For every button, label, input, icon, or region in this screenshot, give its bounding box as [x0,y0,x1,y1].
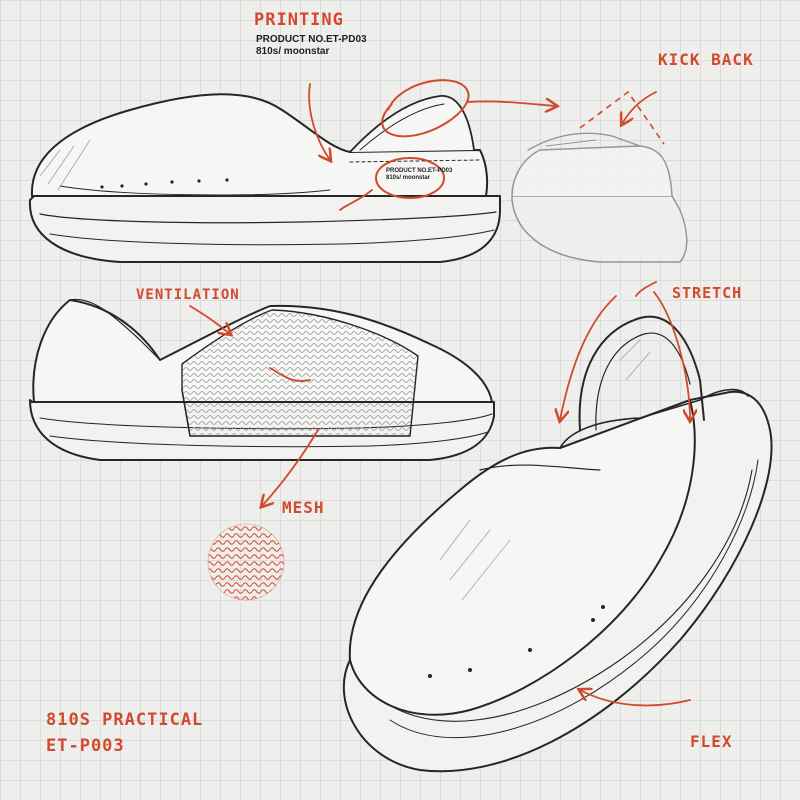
label-mesh: MESH [282,498,325,517]
stretch-arrow-b [653,291,690,420]
shoe-print-product-number: PRODUCT NO.ET-PD03 [386,168,453,174]
stretch-arrow-top [635,281,657,297]
shoe-side-view-mesh [29,298,495,461]
footer-code: ET-P003 [46,736,125,756]
mesh-wave-stroke [269,367,311,382]
kick-back-arrow-a [467,101,556,106]
ventilation-arrow [189,305,230,334]
shoe-perspective-view [342,315,773,773]
shoe-print-brand: 810s/ moonstar [386,174,431,181]
label-printing: PRINTING [254,10,344,30]
footer-title: 810S PRACTICAL [46,710,204,730]
print-product-number: PRODUCT NO.ET-PD03 [256,34,367,45]
shoe-print: PRODUCT NO.ET-PD03 810s/ moonstar [386,168,452,182]
shoe-kick-back-view [511,132,688,263]
label-stretch: STRETCH [672,284,743,302]
label-flex: FLEX [690,732,733,751]
mesh-arrow [262,429,319,506]
kick-back-arrow-b [622,91,657,124]
printing-highlight-ellipse [375,157,445,199]
print-brand: 810s/ moonstar [256,45,330,57]
shoe-side-view-top [28,93,501,263]
kick-back-highlight-loop [381,79,470,138]
kick-back-dashed-outline [579,90,665,145]
printing-arrow-to-label [339,189,373,211]
stretch-arrow-a [560,295,617,420]
label-kick-back: KICK BACK [658,50,754,69]
mesh-sample-swatch [208,524,284,600]
print-block: PRODUCT NO.ET-PD03 810s/ moonstar [256,34,367,57]
flex-arrow [580,690,691,707]
printing-arrow [308,83,330,160]
label-ventilation: VENTILATION [136,287,240,303]
